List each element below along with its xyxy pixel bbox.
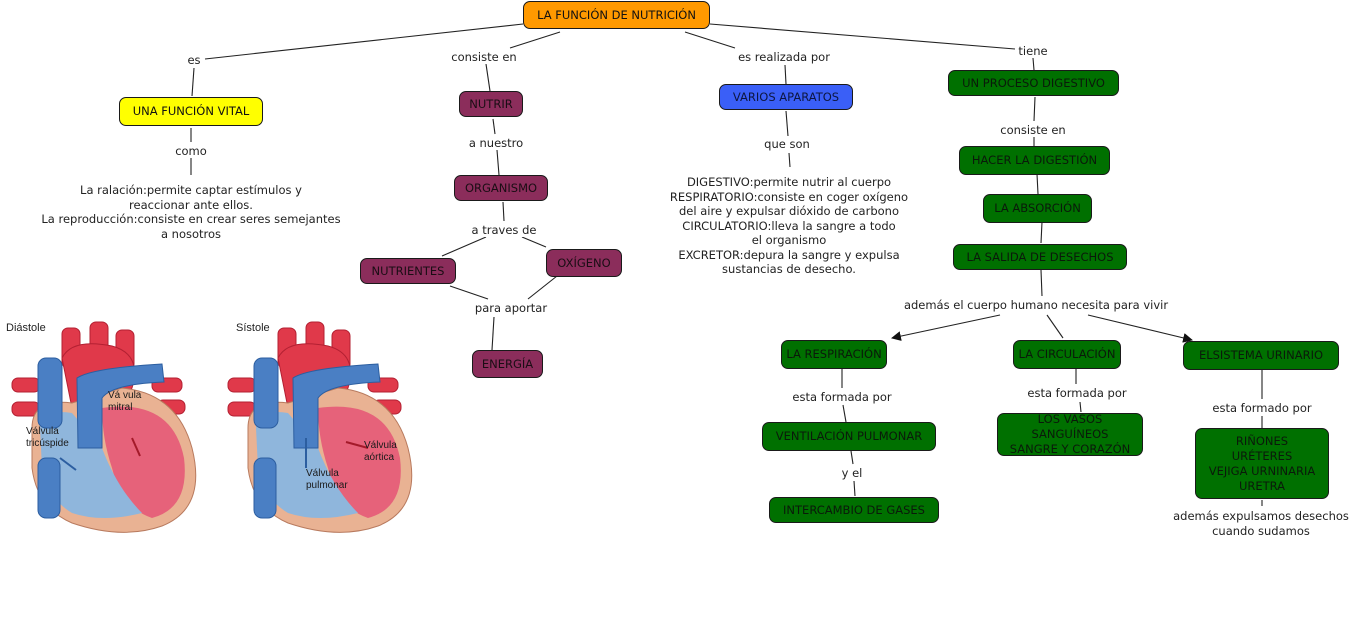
concept-absorcion-label: LA ABSORCIÓN bbox=[994, 201, 1081, 215]
concept-hacer-digestion-label: HACER LA DIGESTIÓN bbox=[971, 153, 1098, 167]
link-ademas-necesita: además el cuerpo humano necesita para vi… bbox=[901, 298, 1171, 312]
concept-funcion-vital[interactable]: UNA FUNCIÓN VITAL bbox=[119, 97, 263, 126]
link-esta-formado-por-urinario: esta formado por bbox=[1210, 401, 1314, 415]
concept-circulacion[interactable]: LA CIRCULACIÓN bbox=[1013, 340, 1121, 369]
concept-sistema-urinario-label: ELSISTEMA URINARIO bbox=[1198, 348, 1324, 362]
concept-salida-desechos-label: LA SALIDA DE DESECHOS bbox=[966, 249, 1114, 264]
heart-diastole-image: Diástole Vá vula mitral Válvula tricúspi… bbox=[2, 318, 217, 543]
concept-nutrir[interactable]: NUTRIR bbox=[459, 91, 523, 117]
text-funciones: La ralación:permite captar estímulos y r… bbox=[41, 183, 341, 241]
concept-absorcion[interactable]: LA ABSORCIÓN bbox=[983, 194, 1092, 223]
concept-oxigeno-label: OXÍGENO bbox=[557, 255, 611, 270]
concept-organismo-label: ORGANISMO bbox=[464, 180, 538, 195]
root-concept-label: LA FUNCIÓN DE NUTRICIÓN bbox=[537, 7, 696, 22]
concept-nutrir-label: NUTRIR bbox=[469, 96, 513, 111]
concept-vasos-label: LOS VASOS SANGUÍNEOS SANGRE Y CORAZÓN bbox=[1009, 412, 1131, 456]
heart-sistole-label-aortica: Válvula aórtica bbox=[364, 440, 397, 463]
concept-rinones[interactable]: RIÑONES URÉTERES VEJIGA URNINARIA URETRA bbox=[1195, 428, 1329, 499]
link-es: es bbox=[185, 53, 203, 67]
concept-hacer-digestion[interactable]: HACER LA DIGESTIÓN bbox=[959, 146, 1110, 175]
concept-proceso-digestivo[interactable]: UN PROCESO DIGESTIVO bbox=[948, 70, 1119, 96]
concept-varios-aparatos[interactable]: VARIOS APARATOS bbox=[719, 84, 853, 110]
concept-vasos[interactable]: LOS VASOS SANGUÍNEOS SANGRE Y CORAZÓN bbox=[997, 412, 1143, 456]
text-sudor: además expulsamos desechos cuando sudamo… bbox=[1173, 509, 1349, 538]
concept-varios-aparatos-label: VARIOS APARATOS bbox=[732, 89, 840, 104]
concept-salida-desechos[interactable]: LA SALIDA DE DESECHOS bbox=[953, 244, 1127, 270]
link-es-realizada-por: es realizada por bbox=[736, 50, 832, 64]
concept-nutrientes-label: NUTRIENTES bbox=[371, 263, 445, 278]
heart-sistole-label-pulmonar: Válvula pulmonar bbox=[306, 468, 348, 491]
concept-oxigeno[interactable]: OXÍGENO bbox=[546, 249, 622, 277]
link-y-el: y el bbox=[839, 466, 865, 480]
heart-diastole-label-mitral: Vá vula mitral bbox=[108, 390, 142, 413]
link-para-aportar: para aportar bbox=[472, 301, 550, 315]
link-que-son: que son bbox=[762, 137, 812, 151]
heart-diastole-title: Diástole bbox=[6, 322, 46, 334]
concept-sistema-urinario[interactable]: ELSISTEMA URINARIO bbox=[1183, 341, 1339, 370]
link-como: como bbox=[173, 144, 209, 158]
text-aparatos: DIGESTIVO:permite nutrir al cuerpo RESPI… bbox=[669, 175, 909, 276]
link-esta-formada-por-circulacion: esta formada por bbox=[1025, 386, 1129, 400]
link-consiste-en: consiste en bbox=[449, 50, 519, 64]
concept-ventilacion[interactable]: VENTILACIÓN PULMONAR bbox=[762, 422, 936, 451]
concept-funcion-vital-label: UNA FUNCIÓN VITAL bbox=[132, 104, 250, 118]
link-tiene: tiene bbox=[1016, 44, 1050, 58]
link-esta-formada-por-respiracion: esta formada por bbox=[790, 390, 894, 404]
link-consiste-en-digestion: consiste en bbox=[998, 123, 1068, 137]
concept-rinones-label: RIÑONES URÉTERES VEJIGA URNINARIA URETRA bbox=[1208, 433, 1316, 493]
concept-energia[interactable]: ENERGÍA bbox=[472, 350, 543, 378]
concept-respiracion[interactable]: LA RESPIRACIÓN bbox=[781, 340, 887, 369]
concept-energia-label: ENERGÍA bbox=[481, 356, 534, 371]
concept-circulacion-label: LA CIRCULACIÓN bbox=[1018, 347, 1116, 361]
concept-respiracion-label: LA RESPIRACIÓN bbox=[786, 347, 882, 361]
concept-proceso-digestivo-label: UN PROCESO DIGESTIVO bbox=[962, 75, 1105, 90]
concept-organismo[interactable]: ORGANISMO bbox=[454, 175, 548, 201]
concept-nutrientes[interactable]: NUTRIENTES bbox=[360, 258, 456, 284]
heart-diastole-label-tricuspide: Válvula tricúspide bbox=[26, 426, 69, 449]
root-concept-node[interactable]: LA FUNCIÓN DE NUTRICIÓN bbox=[523, 1, 710, 29]
concept-intercambio[interactable]: INTERCAMBIO DE GASES bbox=[769, 497, 939, 523]
heart-sistole-image: Sístole Válvula aórtica Válvula pulmonar bbox=[218, 318, 433, 543]
link-a-nuestro: a nuestro bbox=[466, 136, 526, 150]
heart-sistole-title: Sístole bbox=[236, 322, 270, 334]
concept-ventilacion-label: VENTILACIÓN PULMONAR bbox=[775, 429, 923, 443]
concept-intercambio-label: INTERCAMBIO DE GASES bbox=[783, 502, 925, 517]
link-a-traves-de: a traves de bbox=[469, 223, 539, 237]
